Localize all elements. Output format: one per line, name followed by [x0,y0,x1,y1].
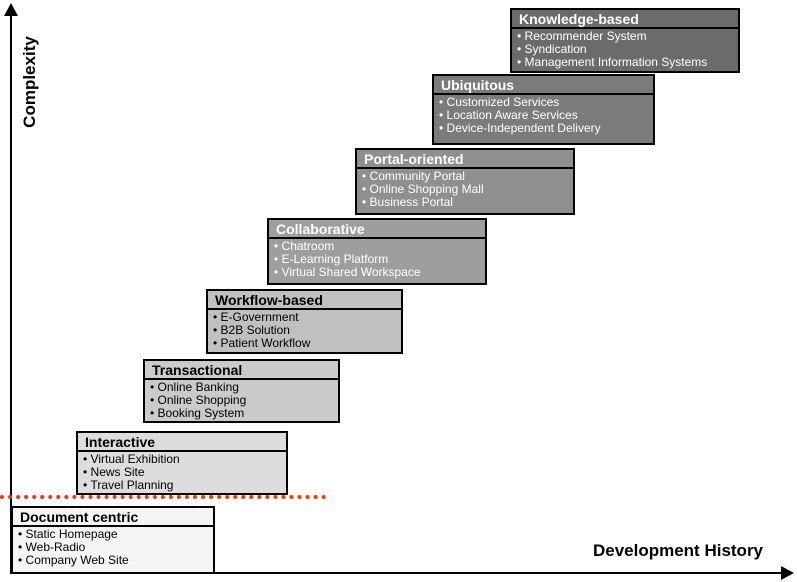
box-item: Static Homepage [18,528,209,541]
box-item: Booking System [150,407,334,420]
box-item-list: Community Portal Online Shopping Mall Bu… [357,170,573,209]
box-item: Virtual Exhibition [83,453,282,466]
box-item-list: Chatroom E-Learning Platform Virtual Sha… [269,240,485,279]
x-axis [10,572,784,574]
box-title: Workflow-based [208,291,401,310]
box-item: Customized Services [439,96,649,109]
y-axis [10,12,12,574]
box-item: News Site [83,466,282,479]
box-item: Device-Independent Delivery [439,122,649,135]
box-item: Business Portal [362,196,569,209]
category-box-knowledge-based: Knowledge-based Recommender System Syndi… [510,8,740,73]
box-item: Syndication [517,43,734,56]
box-item: E-Government [213,311,397,324]
category-box-transactional: Transactional Online Banking Online Shop… [143,359,340,423]
box-title: Knowledge-based [512,10,738,29]
box-item: Company Web Site [18,554,209,567]
box-item: Online Shopping [150,394,334,407]
box-item-list: Static Homepage Web-Radio Company Web Si… [13,528,213,567]
box-title: Portal-oriented [357,150,573,169]
right-arrowhead-icon [781,566,794,580]
box-item: Patient Workflow [213,337,397,350]
category-box-document-centric: Document centric Static Homepage Web-Rad… [11,506,215,574]
category-box-interactive: Interactive Virtual Exhibition News Site… [76,431,288,495]
box-title: Document centric [13,508,213,527]
box-item: Online Banking [150,381,334,394]
box-item: Web-Radio [18,541,209,554]
development-history-axis-label: Development History [592,541,764,560]
box-title: Collaborative [269,220,485,239]
box-item-list: Recommender System Syndication Managemen… [512,30,738,69]
category-box-collaborative: Collaborative Chatroom E-Learning Platfo… [267,218,487,285]
box-item: Virtual Shared Workspace [274,266,481,279]
box-title: Ubiquitous [434,76,653,95]
box-item: E-Learning Platform [274,253,481,266]
box-item-list: Customized Services Location Aware Servi… [434,96,653,135]
box-item-list: Online Banking Online Shopping Booking S… [145,381,338,420]
box-item: B2B Solution [213,324,397,337]
box-item: Chatroom [274,240,481,253]
box-item: Travel Planning [83,479,282,492]
box-item-list: Virtual Exhibition News Site Travel Plan… [78,453,286,492]
box-item: Management Information Systems [517,56,734,69]
box-item: Location Aware Services [439,109,649,122]
category-box-portal-oriented: Portal-oriented Community Portal Online … [355,148,575,215]
box-item: Online Shopping Mall [362,183,569,196]
box-item: Community Portal [362,170,569,183]
box-title: Interactive [78,433,286,452]
box-title: Transactional [145,361,338,380]
category-box-ubiquitous: Ubiquitous Customized Services Location … [432,74,655,145]
maturity-threshold-divider [0,495,326,499]
up-arrowhead-icon [4,3,18,16]
complexity-axis-label: Complexity [20,36,39,128]
category-box-workflow-based: Workflow-based E-Government B2B Solution… [206,289,403,354]
box-item-list: E-Government B2B Solution Patient Workfl… [208,311,401,350]
box-item: Recommender System [517,30,734,43]
